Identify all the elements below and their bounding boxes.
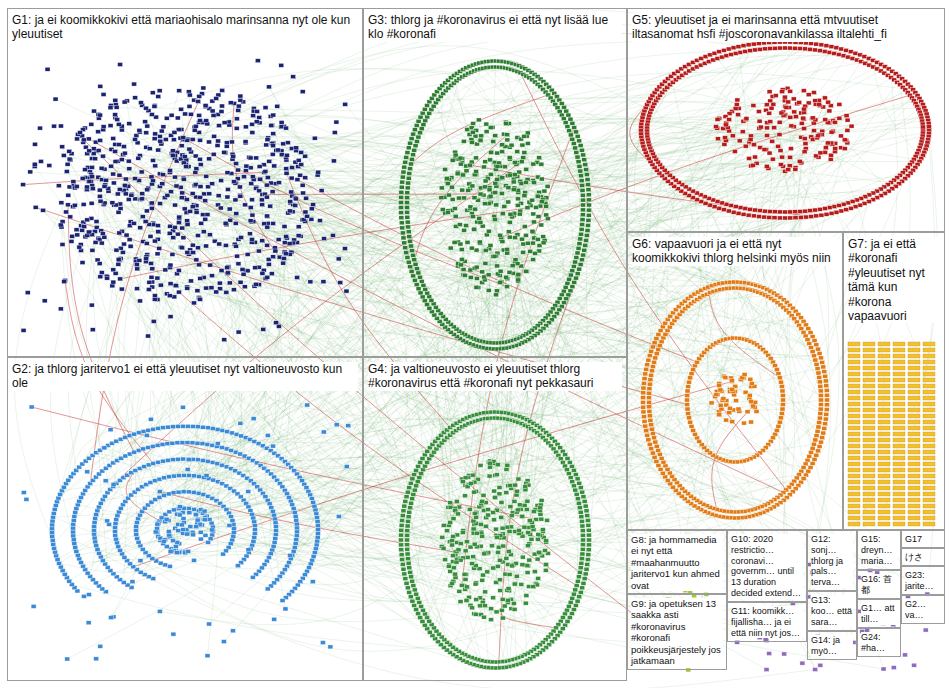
graph-stage: G1: ja ei koomikkokivi että mariaohisalo… bbox=[0, 0, 950, 688]
